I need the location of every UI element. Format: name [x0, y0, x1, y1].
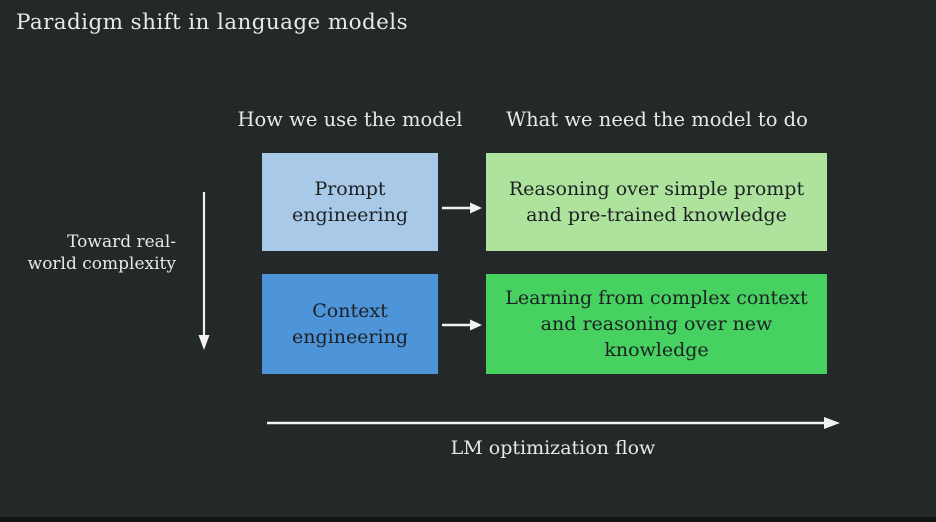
reasoning-requirement-label: Reasoning over simple prompt and pre-tra…	[508, 177, 805, 226]
vertical-axis-label: Toward real-world complexity	[27, 232, 176, 275]
learning-requirement-box: Learning from complex context and reason…	[486, 274, 827, 374]
context-engineering-box: Context engineering	[262, 274, 438, 374]
lm-optimization-arrow-icon	[267, 417, 840, 429]
slide-title: Paradigm shift in language models	[16, 10, 409, 35]
row2-flow-arrow-icon	[442, 319, 482, 331]
row2-arrow-head	[470, 319, 482, 331]
bottom-edge-strip	[0, 517, 936, 522]
lm-arrow-head	[824, 417, 840, 429]
column-header-usage: How we use the model	[237, 108, 463, 131]
prompt-engineering-label: Prompt engineering	[291, 177, 408, 226]
reasoning-requirement-box: Reasoning over simple prompt and pre-tra…	[486, 153, 827, 251]
prompt-engineering-box: Prompt engineering	[262, 153, 438, 251]
horizontal-axis-label: LM optimization flow	[450, 437, 656, 459]
learning-requirement-label: Learning from complex context and reason…	[505, 286, 808, 362]
row1-flow-arrow-icon	[442, 202, 482, 214]
complexity-down-arrow-icon	[198, 192, 210, 350]
complexity-arrow-head	[198, 335, 210, 350]
row1-arrow-head	[470, 202, 482, 214]
context-engineering-label: Context engineering	[291, 299, 408, 348]
column-header-need: What we need the model to do	[506, 108, 808, 131]
